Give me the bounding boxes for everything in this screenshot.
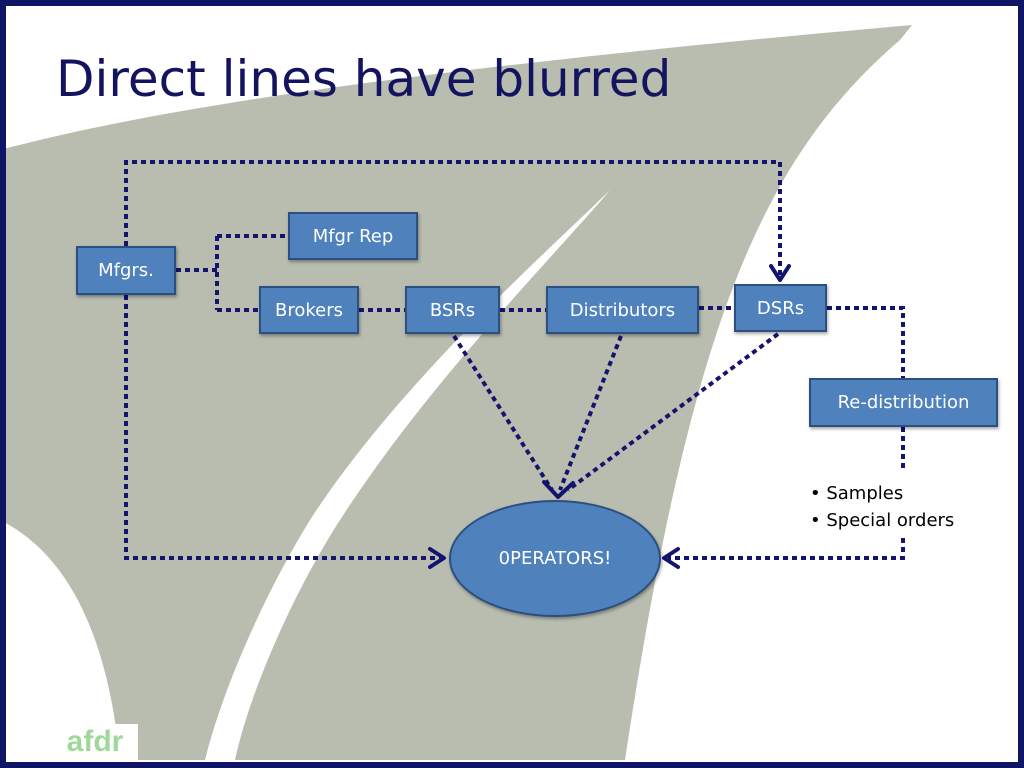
node-brokers: Brokers xyxy=(259,286,359,334)
node-brokers-label: Brokers xyxy=(274,299,343,321)
road-shape xyxy=(6,25,912,760)
connector-mfgrs-operators xyxy=(124,295,440,560)
node-redistribution: Re-distribution xyxy=(809,378,998,427)
note-special-orders: Special orders xyxy=(810,507,954,534)
connector-redistribution-operators xyxy=(668,538,905,560)
note-samples: Samples xyxy=(810,480,954,507)
node-distributors: Distributors xyxy=(546,286,699,334)
node-mfgrs-label: Mfgrs. xyxy=(98,260,154,281)
node-bsrs: BSRs xyxy=(405,286,500,334)
afdr-logo: afdr xyxy=(52,724,138,760)
arrowhead-dsrs xyxy=(769,264,791,282)
node-dsrs: DSRs xyxy=(734,284,827,332)
connector-mfgrs-to-dsrs xyxy=(124,160,782,278)
arrowhead-operators-right xyxy=(662,547,680,569)
connector-distributors-operators xyxy=(558,335,623,491)
node-operators-label: 0PERATORS! xyxy=(498,548,612,569)
connector-dsrs-redistribution xyxy=(827,306,905,378)
node-dsrs-label: DSRs xyxy=(756,297,805,319)
arrowhead-operators-left xyxy=(428,547,446,569)
road-stripe xyxy=(205,190,610,760)
connector-bsrs-operators xyxy=(452,334,554,492)
node-distributors-label: Distributors xyxy=(569,299,676,321)
node-mfgr-rep: Mfgr Rep xyxy=(288,212,418,260)
node-redistribution-label: Re-distribution xyxy=(837,392,970,413)
node-mfgrs: Mfgrs. xyxy=(76,246,176,295)
node-mfgr-rep-label: Mfgr Rep xyxy=(312,225,394,247)
node-bsrs-label: BSRs xyxy=(429,299,476,321)
connector-dsrs-operators xyxy=(566,332,780,492)
arrowhead-operators-top xyxy=(542,480,575,499)
slide-title: Direct lines have blurred xyxy=(56,50,672,108)
node-operators: 0PERATORS! xyxy=(449,500,661,617)
redistribution-notes: Samples Special orders xyxy=(810,480,954,534)
